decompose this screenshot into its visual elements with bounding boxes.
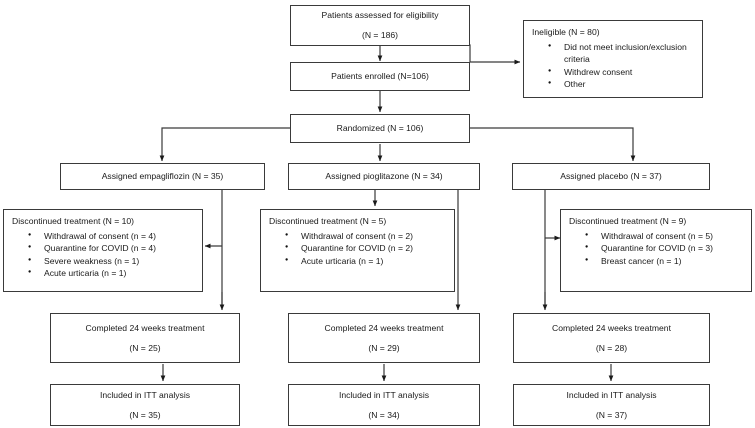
- node-ineligible: Ineligible (N = 80) Did not meet inclusi…: [523, 20, 703, 98]
- node-completed-left: Completed 24 weeks treatment (N = 25): [50, 313, 240, 363]
- node-eligibility: Patients assessed for eligibility (N = 1…: [290, 5, 470, 46]
- ineligible-bullet-list: Did not meet inclusion/exclusion criteri…: [532, 41, 694, 91]
- node-discontinued-left: Discontinued treatment (N = 10) Withdraw…: [3, 209, 203, 292]
- completed-right-title: Completed 24 weeks treatment: [552, 322, 671, 333]
- enrolled-label: Patients enrolled (N=106): [331, 71, 429, 82]
- node-randomized: Randomized (N = 106): [290, 114, 470, 143]
- disc-right-header: Discontinued treatment (N = 9): [569, 216, 687, 226]
- completed-right-count: (N = 28): [595, 342, 628, 353]
- node-itt-right: Included in ITT analysis (N = 37): [513, 384, 710, 426]
- itt-mid-title: Included in ITT analysis: [338, 389, 430, 400]
- node-itt-mid: Included in ITT analysis (N = 34): [288, 384, 480, 426]
- node-assigned-placebo: Assigned placebo (N = 37): [512, 163, 710, 190]
- disc-mid-bullet-list: Withdrawal of consent (n = 2) Quarantine…: [269, 230, 446, 267]
- eligibility-title: Patients assessed for eligibility: [321, 10, 439, 21]
- list-item: Did not meet inclusion/exclusion criteri…: [548, 41, 694, 66]
- list-item: Quarantine for COVID (n = 4): [28, 242, 194, 254]
- node-assigned-empagliflozin: Assigned empagliflozin (N = 35): [60, 163, 265, 190]
- completed-mid-count: (N = 29): [368, 342, 400, 353]
- completed-left-title: Completed 24 weeks treatment: [85, 322, 205, 333]
- itt-left-count: (N = 35): [129, 409, 161, 420]
- completed-mid-title: Completed 24 weeks treatment: [324, 322, 444, 333]
- disc-right-bullet-list: Withdrawal of consent (n = 5) Quarantine…: [569, 230, 743, 267]
- completed-left-count: (N = 25): [129, 342, 161, 353]
- disc-mid-header: Discontinued treatment (N = 5): [269, 216, 387, 226]
- node-assigned-pioglitazone: Assigned pioglitazone (N = 34): [288, 163, 480, 190]
- list-item: Withdrawal of consent (n = 4): [28, 230, 194, 242]
- node-completed-right: Completed 24 weeks treatment (N = 28): [513, 313, 710, 363]
- assigned-right-label: Assigned placebo (N = 37): [560, 171, 662, 182]
- list-item: Quarantine for COVID (n = 3): [585, 242, 743, 254]
- arrow-randomized-to-left-arm: [159, 127, 290, 162]
- assigned-mid-label: Assigned pioglitazone (N = 34): [325, 171, 443, 182]
- itt-mid-count: (N = 34): [368, 409, 400, 420]
- randomized-label: Randomized (N = 106): [336, 123, 424, 134]
- list-item: Withdrawal of consent (n = 2): [285, 230, 446, 242]
- node-enrolled: Patients enrolled (N=106): [290, 62, 470, 91]
- arrow-eligibility-to-ineligible: [380, 44, 521, 65]
- disc-left-bullet-list: Withdrawal of consent (n = 4) Quarantine…: [12, 230, 194, 280]
- node-itt-left: Included in ITT analysis (N = 35): [50, 384, 240, 426]
- node-discontinued-right: Discontinued treatment (N = 9) Withdrawa…: [560, 209, 752, 292]
- assigned-left-label: Assigned empagliflozin (N = 35): [101, 171, 224, 182]
- list-item: Acute urticaria (n = 1): [285, 255, 446, 267]
- node-completed-mid: Completed 24 weeks treatment (N = 29): [288, 313, 480, 363]
- list-item: Withdrew consent: [548, 66, 694, 78]
- list-item: Acute urticaria (n = 1): [28, 267, 194, 279]
- list-item: Quarantine for COVID (n = 2): [285, 242, 446, 254]
- eligibility-count: (N = 186): [361, 30, 399, 40]
- list-item: Breast cancer (n = 1): [585, 255, 743, 267]
- itt-right-count: (N = 37): [595, 409, 628, 420]
- itt-right-title: Included in ITT analysis: [566, 389, 657, 400]
- list-item: Other: [548, 78, 694, 90]
- ineligible-header: Ineligible (N = 80): [532, 27, 600, 37]
- itt-left-title: Included in ITT analysis: [99, 389, 191, 400]
- disc-left-header: Discontinued treatment (N = 10): [12, 216, 135, 226]
- node-discontinued-mid: Discontinued treatment (N = 5) Withdrawa…: [260, 209, 455, 292]
- arrow-randomized-to-right-arm: [470, 127, 636, 162]
- list-item: Withdrawal of consent (n = 5): [585, 230, 743, 242]
- list-item: Severe weakness (n = 1): [28, 255, 194, 267]
